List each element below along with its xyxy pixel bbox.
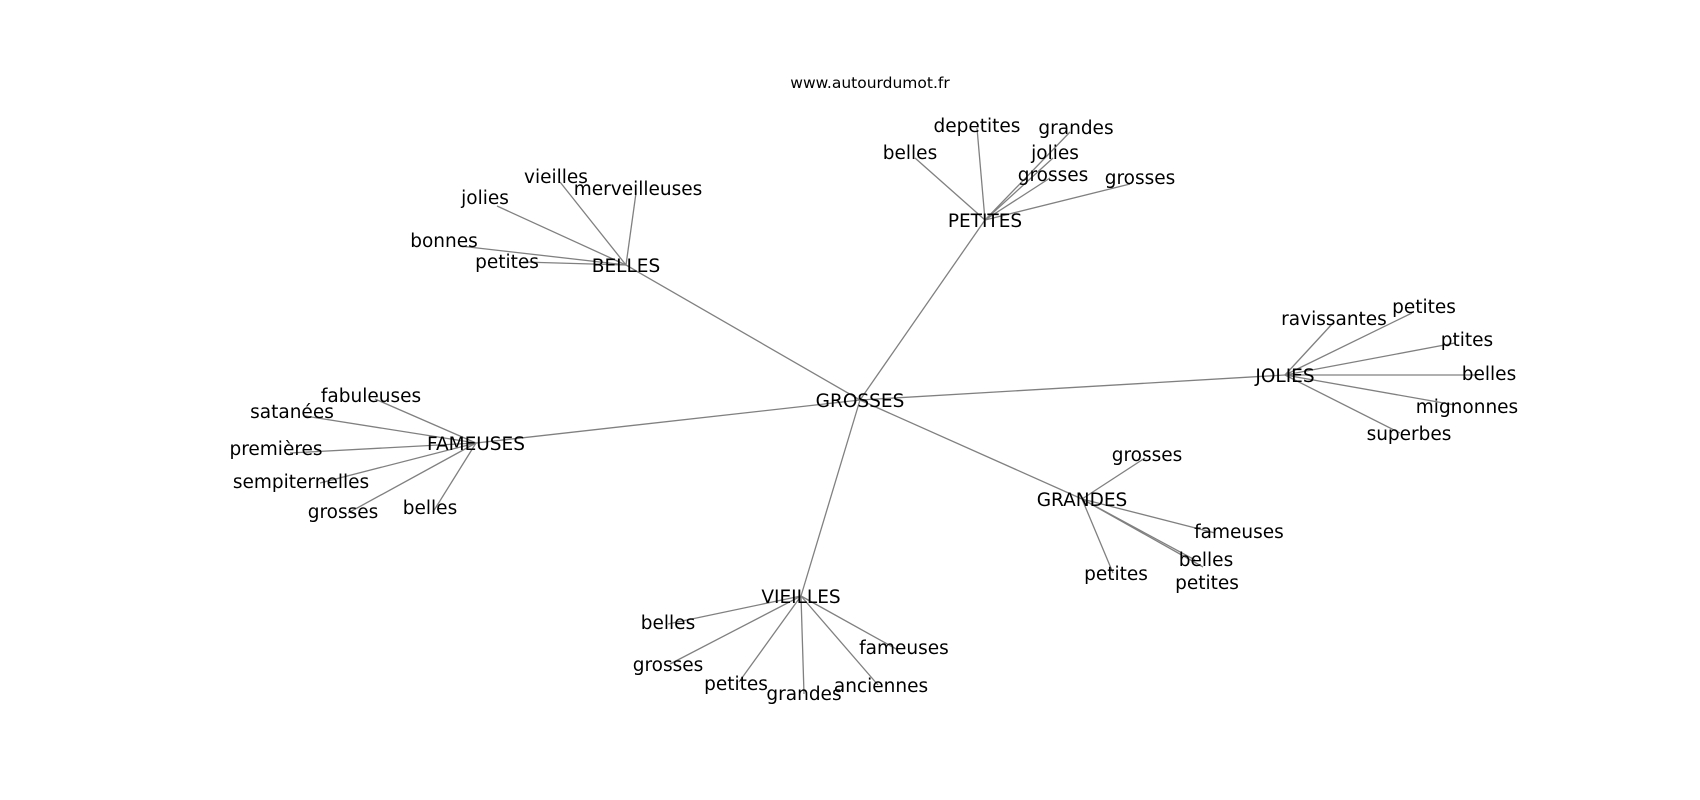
edge-belles-bonnes	[459, 245, 627, 266]
node-word-ravissantes[interactable]: ravissantes	[1281, 309, 1387, 330]
site-label: www.autourdumot.fr	[790, 74, 950, 92]
edge-jolies-superbes	[1284, 374, 1401, 434]
node-word-petites[interactable]: petites	[1392, 297, 1456, 318]
edge-vieilles-belles	[667, 595, 802, 625]
node-word-ptites[interactable]: ptites	[1441, 330, 1493, 351]
node-word-depetites[interactable]: depetites	[934, 116, 1021, 137]
edges-layer	[289, 127, 1478, 695]
edge-vieilles-petites	[738, 595, 802, 683]
edge-fameuses-sempiternelles	[319, 442, 477, 484]
node-word-satanees[interactable]: satanées	[250, 402, 334, 423]
edge-petites-depetites	[976, 127, 986, 221]
node-hub-belles[interactable]: BELLES	[592, 256, 660, 277]
node-word-petites[interactable]: petites	[704, 674, 768, 695]
node-word-anciennes[interactable]: anciennes	[834, 676, 928, 697]
edge-grosses-belles	[625, 264, 861, 401]
node-word-fabuleuses[interactable]: fabuleuses	[321, 386, 421, 407]
node-word-bonnes[interactable]: bonnes	[410, 231, 478, 252]
node-word-grosses[interactable]: grosses	[1105, 168, 1176, 189]
edge-petites-jolies	[984, 157, 1054, 221]
node-word-belles[interactable]: belles	[641, 613, 695, 634]
edge-grandes-grosses	[1081, 457, 1146, 500]
edge-grandes-fameuses	[1081, 498, 1216, 534]
edge-jolies-petites	[1284, 312, 1413, 376]
edge-petites-grosses	[984, 177, 1051, 221]
node-word-mignonnes[interactable]: mignonnes	[1416, 397, 1518, 418]
node-word-jolies[interactable]: jolies	[460, 188, 509, 209]
node-word-belles[interactable]: belles	[1462, 364, 1516, 385]
node-hub-jolies[interactable]: JOLIES	[1254, 366, 1314, 387]
node-hub-grandes[interactable]: GRANDES	[1037, 490, 1128, 511]
edge-belles-vieilles	[559, 181, 627, 266]
edge-vieilles-grandes	[800, 595, 805, 695]
node-word-fameuses[interactable]: fameuses	[1194, 522, 1284, 543]
edge-petites-belles	[914, 157, 986, 221]
node-hub-petites[interactable]: PETITES	[948, 211, 1022, 232]
edge-jolies-ptites	[1284, 342, 1456, 376]
edge-fameuses-satanees	[304, 415, 477, 444]
node-word-merveilleuses[interactable]: merveilleuses	[574, 179, 703, 200]
edge-grosses-grandes	[859, 399, 1083, 500]
edge-vieilles-anciennes	[800, 595, 879, 686]
edge-jolies-ravissantes	[1284, 322, 1334, 376]
node-word-grosses[interactable]: grosses	[308, 502, 379, 523]
node-word-jolies[interactable]: jolies	[1030, 143, 1079, 164]
node-word-premieres[interactable]: premières	[229, 439, 322, 460]
node-word-belles[interactable]: belles	[883, 143, 937, 164]
node-word-vieilles[interactable]: vieilles	[524, 167, 588, 188]
edge-fameuses-grosses	[347, 442, 477, 514]
node-word-grandes[interactable]: grandes	[766, 684, 841, 705]
edge-belles-merveilleuses	[625, 192, 637, 266]
edge-petites-grandes	[984, 131, 1071, 221]
edge-grosses-fameuses	[475, 399, 861, 444]
node-word-sempiternelles[interactable]: sempiternelles	[233, 472, 369, 493]
node-word-grandes[interactable]: grandes	[1038, 118, 1113, 139]
node-hub-vieilles[interactable]: VIEILLES	[761, 587, 840, 608]
edge-grosses-petites	[859, 219, 986, 401]
edge-grosses-vieilles	[800, 399, 861, 597]
edge-jolies-mignonnes	[1284, 374, 1456, 406]
node-hub-fameuses[interactable]: FAMEUSES	[427, 434, 525, 455]
node-word-belles[interactable]: belles	[403, 498, 457, 519]
node-word-petites[interactable]: petites	[475, 252, 539, 273]
edge-grosses-jolies	[859, 374, 1286, 401]
edge-fameuses-belles	[432, 442, 477, 513]
node-word-grosses[interactable]: grosses	[1018, 165, 1089, 186]
node-center-grosses[interactable]: GROSSES	[816, 391, 905, 412]
node-word-petites[interactable]: petites	[1084, 564, 1148, 585]
edge-belles-petites	[522, 261, 627, 266]
node-word-superbes[interactable]: superbes	[1367, 424, 1452, 445]
edge-fameuses-premieres	[289, 442, 477, 454]
node-word-fameuses[interactable]: fameuses	[859, 638, 949, 659]
edge-belles-jolies	[496, 205, 627, 266]
edge-fameuses-fabuleuses	[374, 398, 477, 444]
edge-petites-grosses	[984, 183, 1131, 221]
edge-vieilles-grosses	[669, 595, 802, 665]
node-word-petites[interactable]: petites	[1175, 573, 1239, 594]
node-word-grosses[interactable]: grosses	[1112, 445, 1183, 466]
node-word-belles[interactable]: belles	[1179, 550, 1233, 571]
edge-grandes-petites	[1081, 498, 1114, 574]
node-word-grosses[interactable]: grosses	[633, 655, 704, 676]
edge-grandes-petites	[1081, 498, 1204, 568]
edge-vieilles-fameuses	[800, 595, 899, 651]
